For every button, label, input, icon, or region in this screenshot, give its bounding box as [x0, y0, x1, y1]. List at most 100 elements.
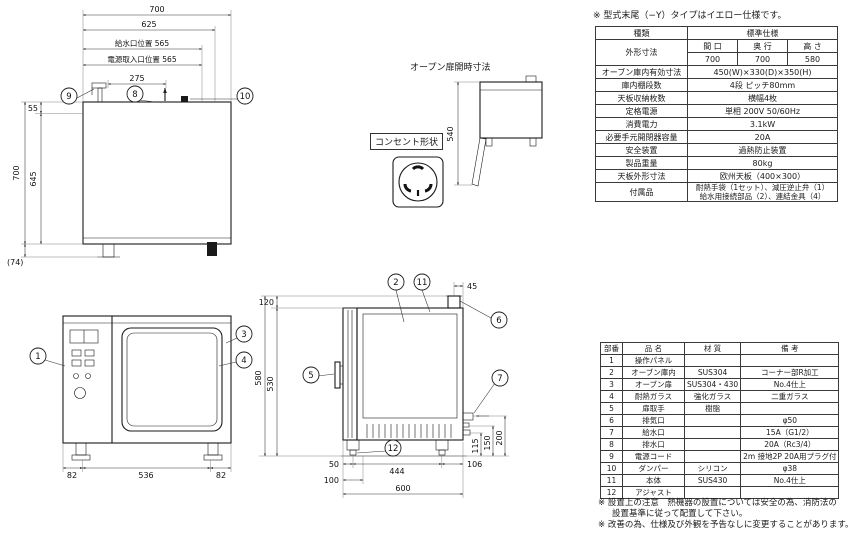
parts-header-cell: 品 名 — [622, 342, 685, 355]
svg-text:3: 3 — [241, 330, 246, 340]
spec-value: 欧州天板（400×300） — [687, 169, 838, 183]
dim-100: 100 — [324, 476, 339, 485]
spec-label: 種類 — [595, 26, 688, 40]
dim-540: 540 — [446, 126, 455, 141]
dim-600: 600 — [395, 484, 410, 493]
front-body — [62, 315, 232, 461]
spec-subheader: 奥 行 — [737, 39, 788, 53]
heater-fins — [366, 424, 452, 438]
spec-subheader: 高 さ — [787, 39, 838, 53]
callout-2: 2 — [387, 273, 405, 323]
spec-row: 種類 標準仕様 — [595, 26, 838, 40]
svg-text:8: 8 — [132, 90, 137, 100]
accessories-line-1: 耐熱手袋（1セット）、減圧逆止弁（1） — [695, 183, 830, 193]
plan-dimensions: 700 625 給水口位置 565 電源取入口位置 565 275 700 55… — [7, 5, 232, 267]
spec-value: 横幅4枚 — [687, 91, 838, 105]
callout-3: 3 — [225, 325, 253, 344]
outlet-drawing — [392, 156, 444, 208]
spec-value: 単相 200V 50/60Hz — [687, 104, 838, 118]
spec-subheader: 間 口 — [687, 39, 738, 53]
oven-cavity — [362, 313, 458, 419]
dim-625: 625 — [141, 20, 156, 29]
spec-value: 耐熱手袋（1セット）、減圧逆止弁（1） 給水用接続部品（2）、連結金具（4） — [687, 182, 838, 202]
power-inlet-symbol — [181, 96, 188, 102]
dim-645: 645 — [29, 171, 38, 186]
callout-4: 4 — [218, 351, 253, 369]
accessories-line-2: 給水用接続部品（2）、連結金具（4） — [699, 192, 826, 201]
callout-10: 10 — [190, 87, 254, 105]
svg-text:9: 9 — [66, 92, 71, 102]
dim-536: 536 — [138, 471, 153, 480]
dim-700-left: 700 — [12, 165, 21, 180]
svg-text:12: 12 — [388, 444, 399, 454]
door-handle — [334, 361, 343, 389]
water-faucet-symbol — [91, 82, 107, 103]
note-install-1: ※ 設置上の注意 熱機器の設置については安全の為、消防法の — [598, 498, 837, 508]
dim-power-inlet-pos: 電源取入口位置 565 — [107, 54, 176, 64]
outlet-label: コンセント形状 — [370, 133, 444, 150]
plan-body-outline — [82, 82, 232, 258]
parts-header-cell: 部番 — [600, 342, 623, 355]
side-feet — [341, 439, 467, 457]
dim-580: 580 — [254, 370, 263, 385]
side-view-drawing: 45 580 120 530 115 150 200 — [254, 273, 509, 498]
spec-label: 定格電源 — [595, 104, 688, 118]
svg-text:2: 2 — [393, 278, 398, 288]
spec-label: 安全装置 — [595, 143, 688, 157]
spec-label: 製品重量 — [595, 156, 688, 170]
open-door-drawing: 540 — [446, 75, 543, 187]
spec-row: 安全装置過熱防止装置 — [595, 143, 838, 157]
callout-11: 11 — [413, 273, 431, 313]
dim-200: 200 — [495, 430, 504, 445]
front-view-drawing: 82 536 82 1 3 4 — [29, 315, 253, 480]
parts-header-cell: 備 考 — [740, 342, 840, 355]
spec-label: 外形寸法 — [595, 39, 688, 66]
callout-5: 5 — [302, 366, 335, 384]
callout-1: 1 — [29, 347, 66, 367]
locking-plug-icon — [392, 156, 444, 208]
spec-row: 天板収納枚数横幅4枚 — [595, 91, 838, 105]
dim-120: 120 — [259, 298, 274, 307]
svg-text:10: 10 — [240, 92, 251, 102]
note-change: ※ 改善の為、仕様及び外観を予告なしに変更することがあります。 — [598, 520, 851, 530]
spec-value: 80kg — [687, 156, 838, 170]
parts-header-row: 部番 品 名 材 質 備 考 — [600, 342, 840, 355]
spec-row: 定格電源単相 200V 50/60Hz — [595, 104, 838, 118]
dim-55: 55 — [28, 104, 38, 113]
svg-text:1: 1 — [35, 352, 40, 362]
callout-6: 6 — [459, 300, 508, 329]
spec-label: 必要手元開閉器容量 — [595, 130, 688, 144]
side-body — [334, 295, 489, 457]
spec-label: オーブン庫内有効寸法 — [595, 65, 688, 79]
spec-row: 外形寸法 間 口 奥 行 高 さ — [595, 39, 838, 66]
svg-text:7: 7 — [497, 374, 502, 384]
dim-82-left: 82 — [67, 471, 77, 480]
spec-value: 20A — [687, 130, 838, 144]
spec-label: 消費電力 — [595, 117, 688, 131]
side-dimensions: 45 580 120 530 115 150 200 — [254, 282, 509, 498]
spec-value: 3.1kW — [687, 117, 838, 131]
spec-value: 580 — [787, 52, 838, 66]
open-door-panel — [471, 137, 487, 187]
spec-value: 450(W)×330(D)×350(H) — [687, 65, 838, 79]
dim-water-inlet-pos: 給水口位置 565 — [115, 38, 169, 48]
plan-view-drawing: 700 625 給水口位置 565 電源取入口位置 565 275 700 55… — [7, 5, 254, 267]
dim-106: 106 — [467, 460, 482, 469]
water-inlet-fitting — [462, 412, 489, 421]
callout-9: 9 — [60, 87, 95, 105]
